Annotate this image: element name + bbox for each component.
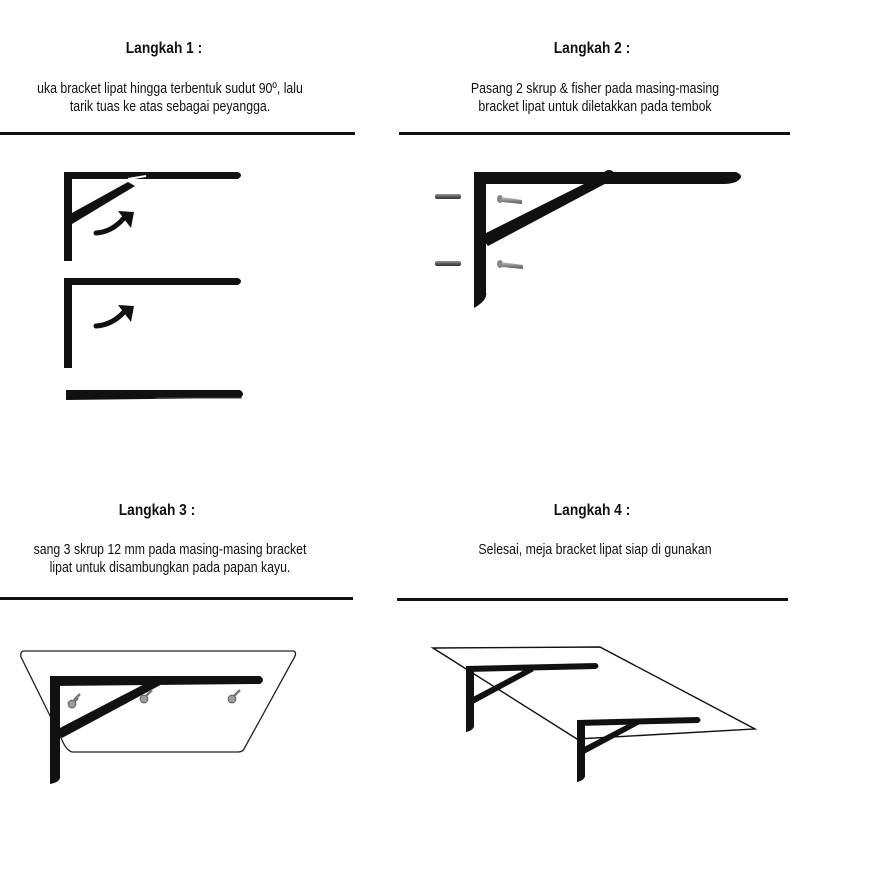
fisher-plug-icon xyxy=(435,194,461,199)
bracket-open xyxy=(64,278,241,368)
step-2-divider xyxy=(399,132,790,135)
step-3-divider xyxy=(0,597,353,600)
bracket-open-with-lever xyxy=(64,172,241,261)
step-1-illustration xyxy=(64,172,243,400)
step-3-desc-line-2: lipat untuk disambungkan pada papan kayu… xyxy=(49,559,291,576)
screw-icon xyxy=(139,689,153,704)
bracket-folded xyxy=(66,390,243,400)
step-1-divider xyxy=(0,132,355,135)
wall-bracket xyxy=(474,170,741,308)
screw-icon xyxy=(67,693,81,709)
board-bracket xyxy=(50,676,263,784)
step-3-title: Langkah 3 : xyxy=(118,502,196,519)
step-2-title: Langkah 2 : xyxy=(553,40,631,57)
curved-arrow-icon xyxy=(93,211,134,236)
step-4-illustration xyxy=(430,646,758,782)
step-2-desc-line-2: bracket lipat untuk diletakkan pada temb… xyxy=(478,98,712,115)
step-4-desc-line-1: Selesai, meja bracket lipat siap di guna… xyxy=(478,541,712,558)
step-4-title: Langkah 4 : xyxy=(553,502,631,519)
step-1-desc-line-1: uka bracket lipat hingga terbentuk sudut… xyxy=(37,80,303,97)
step-1-title: Langkah 1 : xyxy=(125,40,203,57)
step-2-desc-line-1: Pasang 2 skrup & fisher pada masing-masi… xyxy=(470,80,720,97)
curved-arrow-icon xyxy=(93,305,134,329)
step-4-divider xyxy=(397,598,788,601)
screw-icon xyxy=(497,195,522,204)
step-3-desc-line-1: sang 3 skrup 12 mm pada masing-masing br… xyxy=(33,541,307,558)
step-2-illustration xyxy=(435,170,741,308)
table-bracket-left xyxy=(466,663,599,732)
fisher-plug-icon xyxy=(435,261,461,266)
screw-icon xyxy=(227,689,241,704)
step-1-desc-line-2: tarik tuas ke atas sebagai peyangga. xyxy=(69,98,271,115)
screw-icon xyxy=(497,260,523,269)
step-3-illustration xyxy=(20,650,297,784)
table-bracket-right xyxy=(577,717,701,782)
